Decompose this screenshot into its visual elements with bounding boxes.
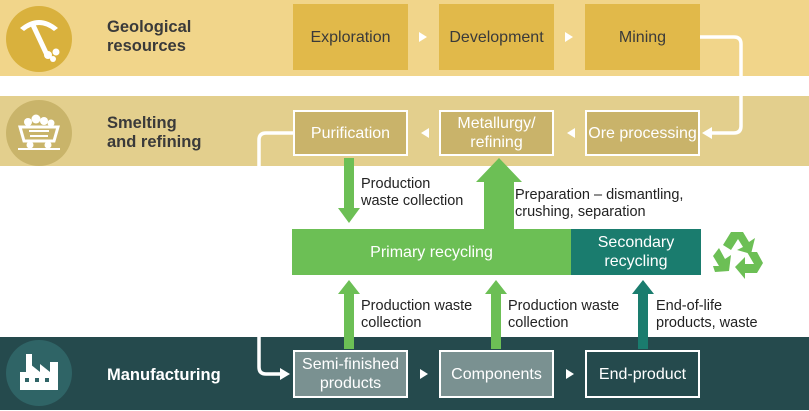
annotation-line: products, waste [656,315,758,331]
eol-arrow-shaft [638,293,648,349]
production-waste-collection-mid: Production waste collection [508,298,619,332]
development-box: Development [439,4,554,70]
annotation-line: crushing, separation [515,204,646,220]
chevron-left-icon [421,128,429,138]
metallurgy-refining-box: Metallurgy/ refining [439,110,554,156]
pw-left-arrow-shaft [344,293,354,349]
end-of-life-annotation: End-of-life products, waste [656,298,758,332]
exploration-box: Exploration [293,4,408,70]
chevron-right-icon [419,32,427,42]
metallurgy-line2: refining [470,134,523,151]
preparation-annotation: Preparation – dismantling, crushing, sep… [515,187,683,221]
annotation-line: End-of-life [656,298,723,314]
geological-label-line1: Geological [107,18,192,36]
arrow-up-icon [485,280,507,294]
chevron-left-icon [567,128,575,138]
recycle-icon [709,228,765,280]
pickaxe-icon [6,6,72,72]
mining-box: Mining [585,4,700,70]
primary-recycling-box: Primary recycling [292,229,571,275]
annotation-line: Preparation – dismantling, [515,187,684,203]
preparation-arrow-shaft [484,180,514,229]
production-waste-collection-left: Production waste collection [361,298,472,332]
secondary-recycling-box: Secondary recycling [571,229,701,275]
secondary-line2: recycling [604,253,668,270]
annotation-line: collection [508,315,569,331]
mine-cart-icon [6,100,72,166]
ore-processing-box: Ore processing [585,110,700,156]
chevron-right-icon [420,369,428,379]
components-box: Components [439,350,554,398]
smelting-label-line1: Smelting [107,114,177,132]
pw-mid-arrow-shaft [491,293,501,349]
purification-to-semi-connector [257,131,293,376]
chevron-right-icon [565,32,573,42]
arrow-up-icon [476,158,522,182]
annotation-line: Production waste [508,298,620,314]
annotation-line: waste collection [361,193,464,209]
arrow-up-icon [338,280,360,294]
arrow-down-icon [338,208,360,223]
arrow-up-icon [632,280,654,294]
secondary-line1: Secondary [597,234,675,251]
semi-finished-products-box: Semi-finished products [293,350,408,398]
geological-label-line2: resources [107,37,186,55]
production-waste-collection-top: Production waste collection [361,176,463,210]
geological-resources-label: Geological resources [107,18,191,56]
arrow-right-icon [280,368,290,380]
mining-to-ore-connector [700,35,743,135]
manufacturing-label: Manufacturing [107,366,221,384]
annotation-line: Production [361,176,431,192]
annotation-line: Production waste [361,298,473,314]
waste-down-arrow-shaft [344,158,354,210]
semi-finished-line2: products [319,375,382,392]
smelting-refining-label: Smelting and refining [107,114,201,152]
end-product-box: End-product [585,350,700,398]
purification-box: Purification [293,110,408,156]
arrow-left-icon [702,127,712,139]
chevron-right-icon [566,369,574,379]
semi-finished-line1: Semi-finished [302,356,399,373]
smelting-label-line2: and refining [107,133,202,151]
annotation-line: collection [361,315,422,331]
metallurgy-line1: Metallurgy/ [457,115,536,132]
factory-icon [6,340,72,406]
